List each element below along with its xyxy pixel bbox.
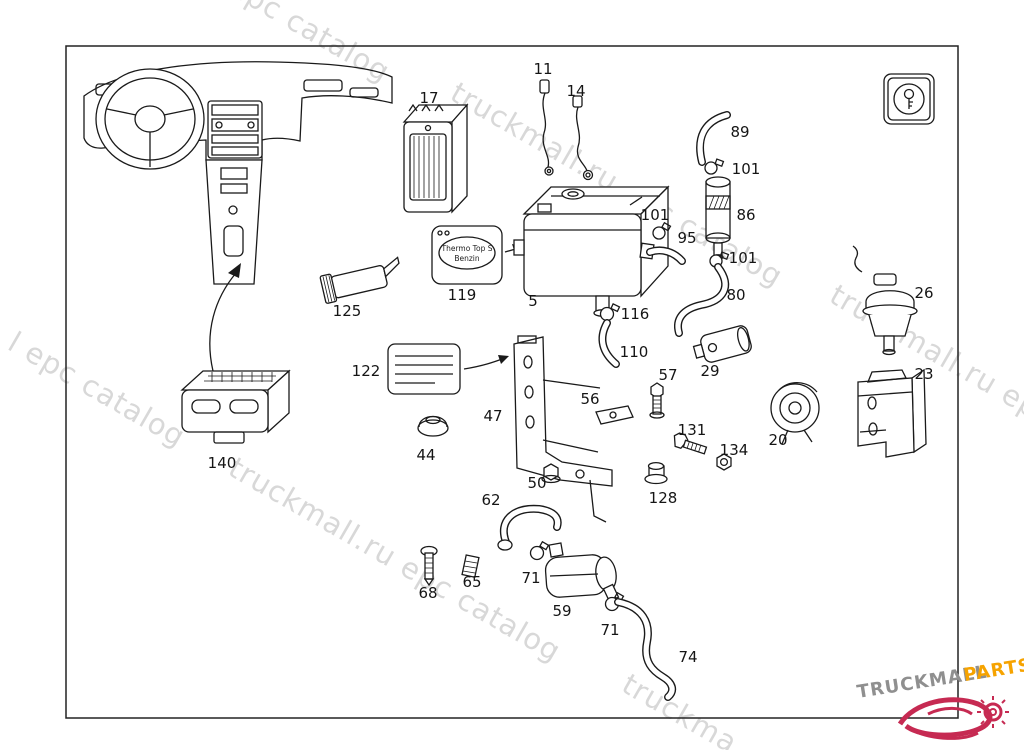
part-label-5[interactable]: 5 (528, 292, 538, 310)
part-label-50[interactable]: 50 (527, 474, 546, 492)
part-labels: 11 14 17 89 101 101 86 95 101 80 5 119 1… (208, 60, 934, 666)
key-symbol-box (883, 73, 935, 125)
part-label-128[interactable]: 128 (649, 489, 678, 507)
center-console (205, 159, 263, 285)
part-label-110[interactable]: 110 (620, 343, 649, 361)
part-label-62[interactable]: 62 (481, 491, 500, 509)
fuel-pump-86 (705, 176, 731, 260)
nut-50 (541, 463, 561, 484)
nut-134 (716, 453, 732, 471)
part-label-29[interactable]: 29 (700, 362, 719, 380)
diagram-border (65, 45, 959, 719)
part-label-101-b[interactable]: 101 (641, 206, 670, 224)
part-label-119[interactable]: 119 (448, 286, 477, 304)
type-plate-122 (387, 343, 509, 395)
part-label-59[interactable]: 59 (552, 602, 571, 620)
part-label-101-c[interactable]: 101 (729, 249, 758, 267)
heater-control-unit-17 (402, 103, 469, 214)
part-label-122[interactable]: 122 (352, 362, 381, 380)
part-label-134[interactable]: 134 (720, 441, 749, 459)
logo-parts-text: PARTS (962, 655, 1024, 686)
hose-110 (598, 319, 620, 368)
bolt-57 (649, 382, 665, 419)
clamp-71-inlet (529, 540, 550, 561)
cable-14 (572, 95, 594, 181)
center-stack (207, 100, 263, 159)
hose-80 (674, 263, 730, 337)
nut-128 (644, 461, 668, 485)
part-label-11[interactable]: 11 (533, 60, 552, 78)
hose-89 (696, 111, 731, 166)
thermo-label-plate-119: Thermo Top S Benzin (431, 225, 523, 285)
location-arrow (209, 263, 241, 372)
bolt-131 (673, 432, 708, 455)
mounting-bracket-47 (513, 335, 613, 523)
part-label-20[interactable]: 20 (768, 431, 787, 449)
screw-68 (420, 545, 438, 587)
part-label-26[interactable]: 26 (914, 284, 933, 302)
part-label-68[interactable]: 68 (418, 584, 437, 602)
part-label-17[interactable]: 17 (419, 89, 438, 107)
blower-20 (770, 382, 820, 445)
part-label-131[interactable]: 131 (678, 421, 707, 439)
logo-swirl-icon (897, 696, 1009, 740)
sealant-tube-125 (319, 256, 400, 304)
part-label-71-a[interactable]: 71 (521, 569, 540, 587)
part-label-74[interactable]: 74 (678, 648, 697, 666)
grommet-44 (417, 415, 449, 437)
part-label-14[interactable]: 14 (566, 82, 585, 100)
cable-11 (539, 79, 554, 176)
hose-62 (497, 504, 562, 551)
part-label-65[interactable]: 65 (462, 573, 481, 591)
bracket-23 (857, 368, 927, 458)
part-label-57[interactable]: 57 (658, 366, 677, 384)
circulation-pump-59 (544, 542, 620, 603)
part-label-125[interactable]: 125 (333, 302, 362, 320)
metering-pump-29 (692, 325, 752, 363)
part-label-44[interactable]: 44 (416, 446, 435, 464)
part-label-47[interactable]: 47 (483, 407, 502, 425)
watermark-text: truckma (616, 667, 743, 750)
hose-74 (614, 598, 677, 701)
control-unit-140 (180, 369, 291, 444)
part-label-71-b[interactable]: 71 (600, 621, 619, 639)
part-label-86[interactable]: 86 (736, 206, 755, 224)
brand-logo: TRUCKMALL PARTS (855, 655, 1024, 740)
part-label-89[interactable]: 89 (730, 123, 749, 141)
part-label-101-a[interactable]: 101 (732, 160, 761, 178)
part-label-95[interactable]: 95 (677, 229, 696, 247)
part-label-56[interactable]: 56 (580, 390, 599, 408)
part-label-80[interactable]: 80 (726, 286, 745, 304)
sticker-line-1: Thermo Top S (441, 244, 493, 253)
watermark-text: truckmall.ru epc catalog (223, 450, 567, 668)
spacer-56 (595, 405, 634, 425)
sleeve-65 (461, 554, 480, 579)
watermark-text: l epc catalog (2, 325, 191, 454)
clamp-101-mid (652, 221, 672, 240)
clamp-101-top (704, 158, 725, 175)
reservoir-26 (852, 245, 918, 356)
elbow-95 (646, 246, 686, 265)
part-label-116[interactable]: 116 (621, 305, 650, 323)
dashboard-sketch (83, 61, 393, 285)
sticker-line-2: Benzin (454, 254, 480, 263)
part-label-23[interactable]: 23 (914, 365, 933, 383)
heater-unit-5 (513, 185, 670, 317)
watermark-text: epc catalog (224, 0, 396, 89)
key-icon (893, 83, 925, 115)
part-label-140[interactable]: 140 (208, 454, 237, 472)
